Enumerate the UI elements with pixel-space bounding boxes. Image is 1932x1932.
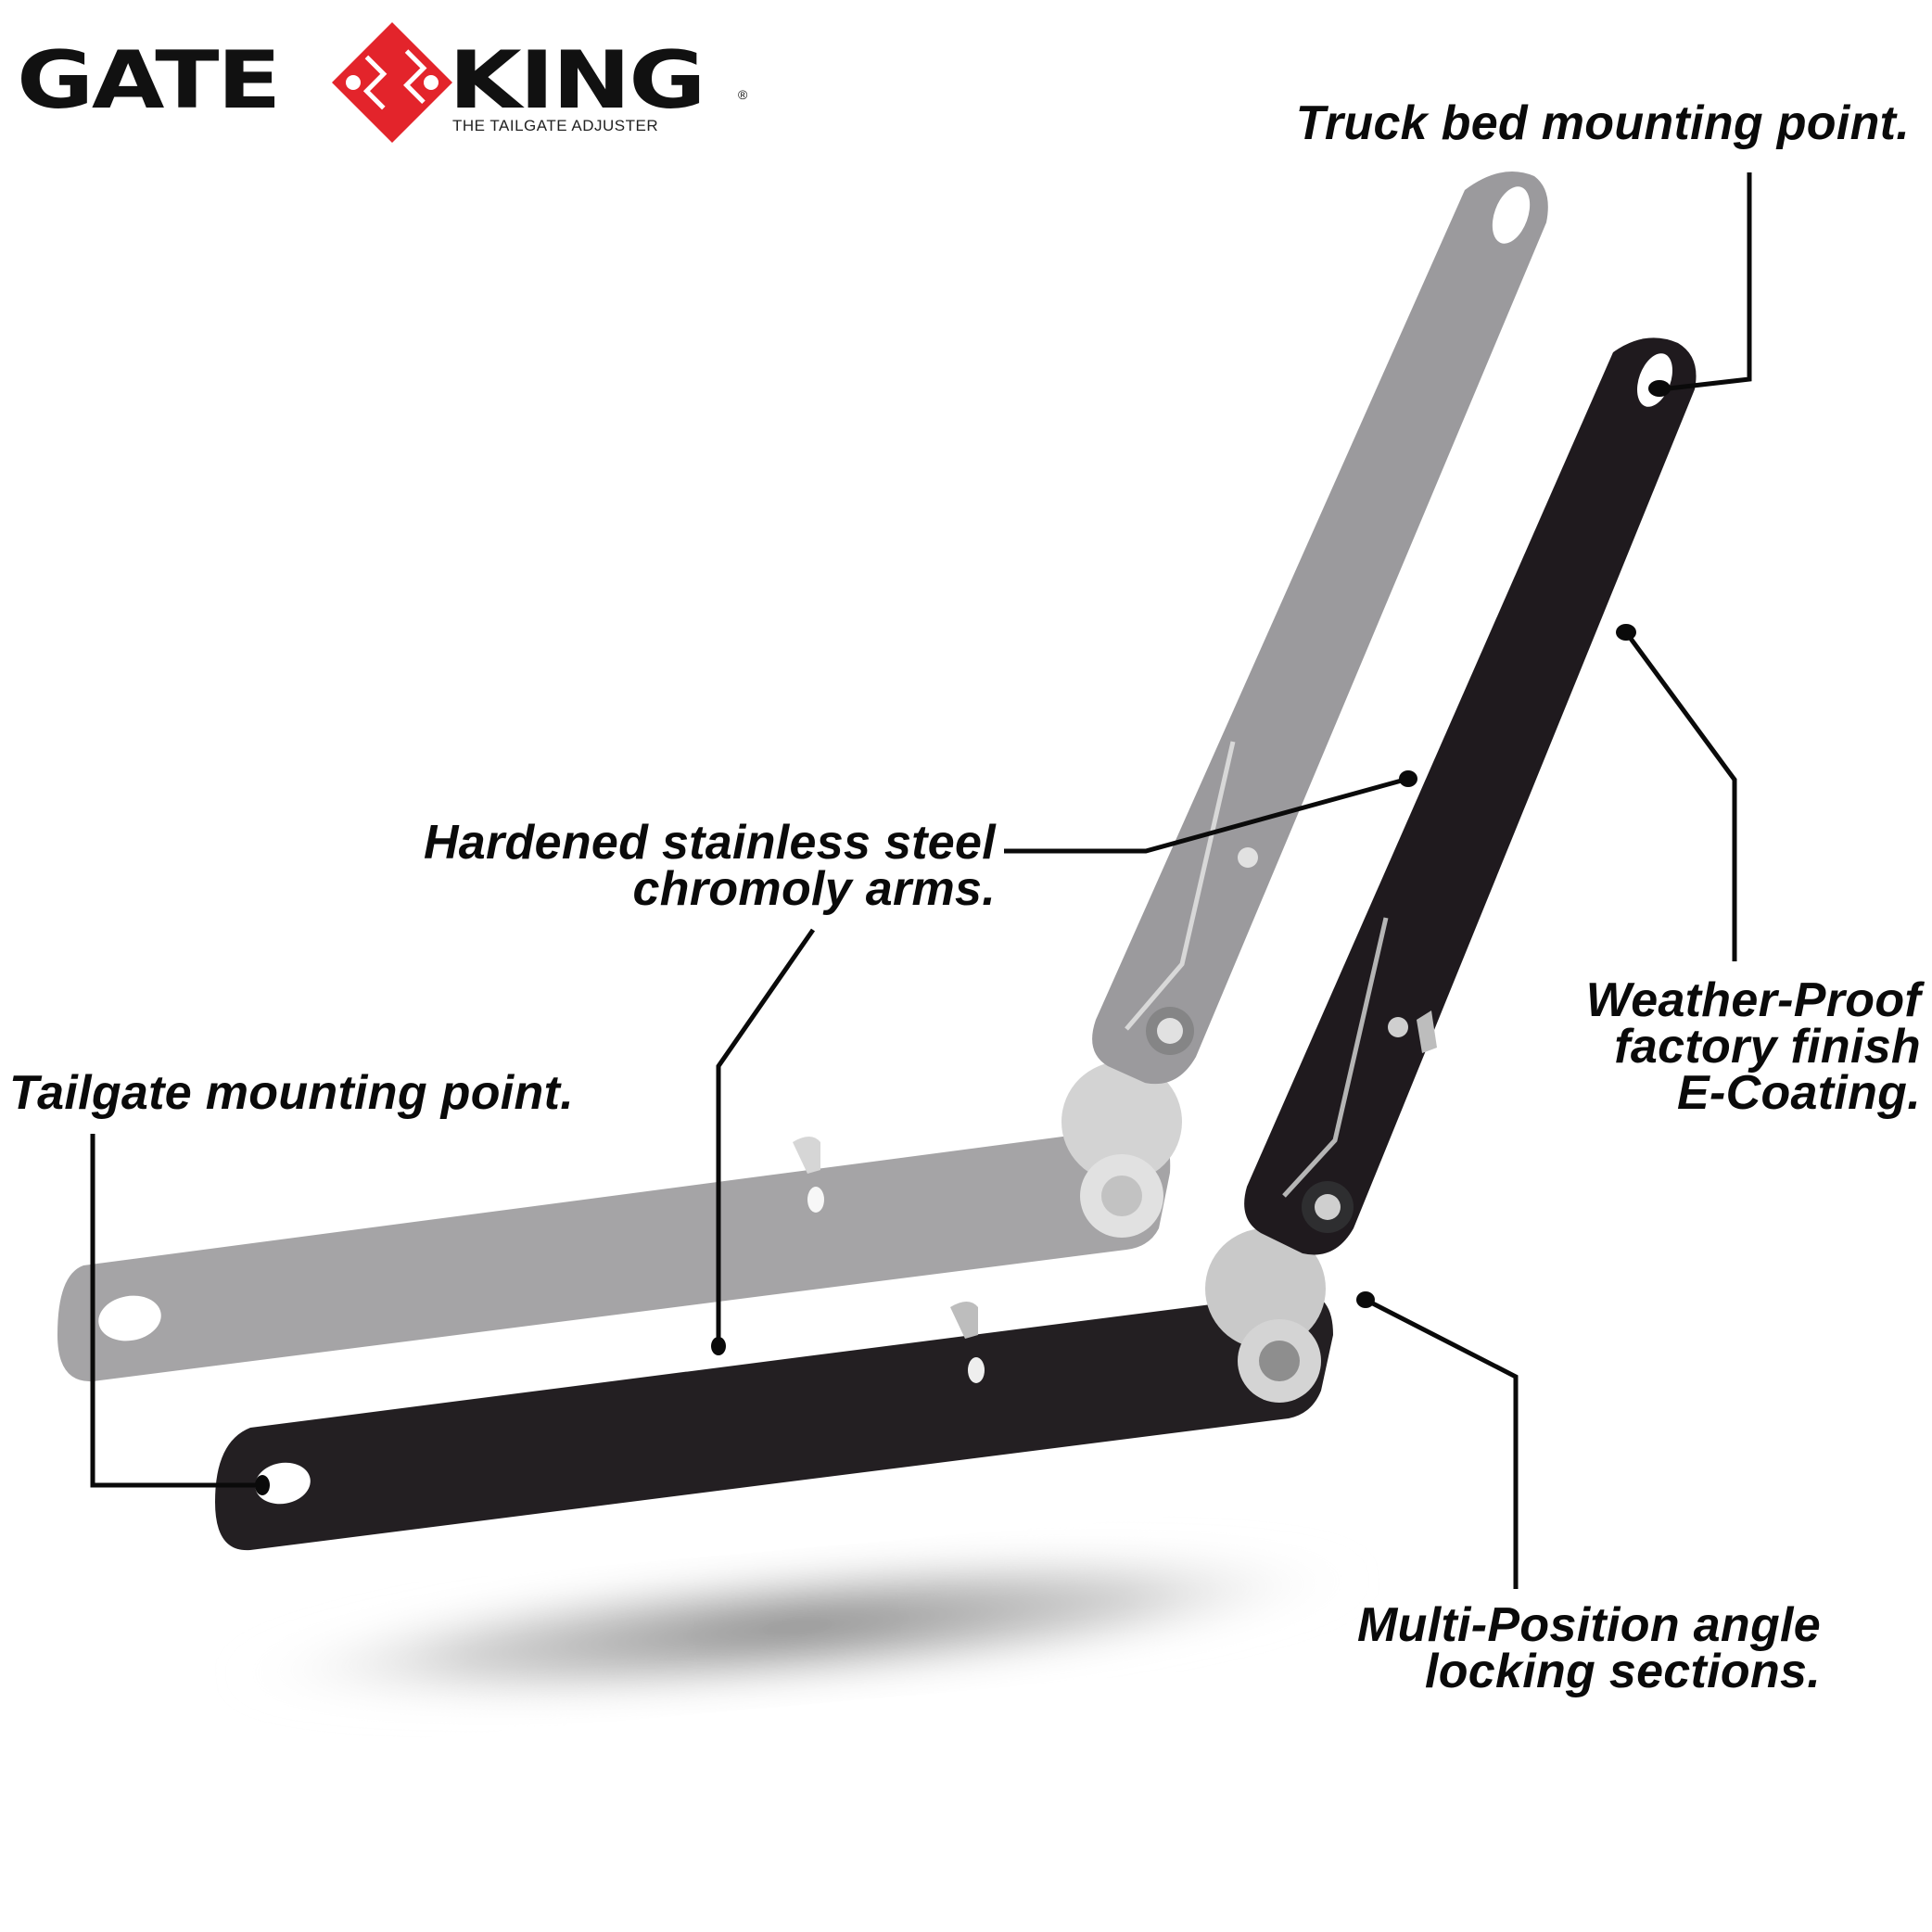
tailgate-leader: [90, 1134, 262, 1488]
gate-king-logo: GATE KING ® THE TAILGATE ADJUSTER: [17, 22, 749, 143]
callout-truck-bed-text: Truck bed mounting point.: [1295, 96, 1910, 150]
logo-word-gate: GATE: [17, 34, 281, 127]
callout-hardened-line1: Hardened stainless steel: [423, 816, 996, 870]
logo-word-king: KING: [449, 34, 706, 127]
callout-multi-line1: Multi-Position angle: [1357, 1598, 1821, 1652]
callout-multi-position: Multi-Position angle locking sections.: [1357, 1598, 1821, 1698]
callout-truck-bed: Truck bed mounting point.: [1295, 96, 1910, 150]
callout-tailgate-text: Tailgate mounting point.: [9, 1066, 574, 1120]
callout-dots: [255, 380, 1671, 1495]
callout-tailgate: Tailgate mounting point.: [9, 1066, 574, 1120]
callout-weather-line1: Weather-Proof: [1585, 973, 1921, 1027]
dark-arm: [215, 337, 1697, 1551]
callout-lines: [90, 172, 1752, 1589]
truck-bed-leader: [1668, 172, 1752, 391]
weather-leader: [1623, 630, 1737, 961]
floor-shadow: [224, 1544, 1370, 1710]
hardened-leader: [1004, 776, 1409, 854]
multi-leader: [1364, 1297, 1519, 1589]
logo-tagline: THE TAILGATE ADJUSTER: [452, 117, 659, 134]
registered-mark: ®: [738, 87, 748, 102]
ghost-arm: [57, 172, 1548, 1382]
callout-hardened-arms: Hardened stainless steel chromoly arms.: [423, 816, 996, 916]
chromoly-leader: [716, 928, 816, 1343]
callout-weather-proof: Weather-Proof factory finish E-Coating.: [1585, 973, 1921, 1120]
logo-diamond-icon: [332, 22, 452, 143]
callout-weather-line2: factory finish: [1614, 1020, 1921, 1074]
callout-weather-line3: E-Coating.: [1677, 1066, 1921, 1120]
callout-multi-line2: locking sections.: [1425, 1645, 1821, 1698]
callout-hardened-line2: chromoly arms.: [632, 862, 996, 916]
